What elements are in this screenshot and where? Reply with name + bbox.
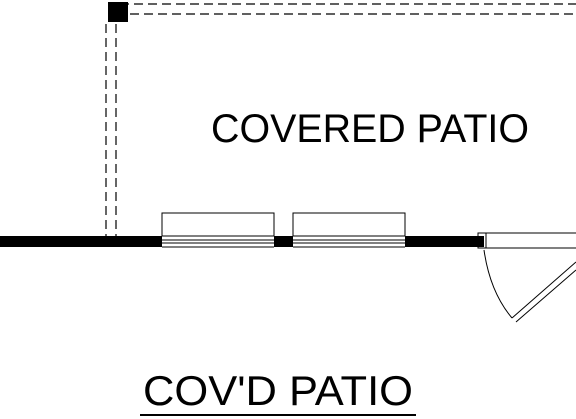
window-sill-left xyxy=(161,212,275,237)
door-leaf-edge-1 xyxy=(511,261,576,319)
swing-door xyxy=(477,232,576,323)
door-swing-arc xyxy=(483,249,513,319)
covered-patio-outline xyxy=(105,3,576,236)
wall-segment-right xyxy=(405,236,484,247)
exterior-wall xyxy=(0,236,484,247)
room-label-covered-patio: COVERED PATIO xyxy=(211,107,529,151)
window-unit-left xyxy=(161,212,275,248)
window-sill-right xyxy=(292,212,406,237)
window-unit-right xyxy=(292,212,406,248)
drawing-title: COV'D PATIO xyxy=(143,367,413,414)
wall-segment-left xyxy=(0,236,162,247)
door-jamb xyxy=(477,232,487,249)
corner-post xyxy=(108,2,128,22)
wall-segment-middle xyxy=(274,236,293,247)
door-leaf-edge-2 xyxy=(515,269,576,323)
